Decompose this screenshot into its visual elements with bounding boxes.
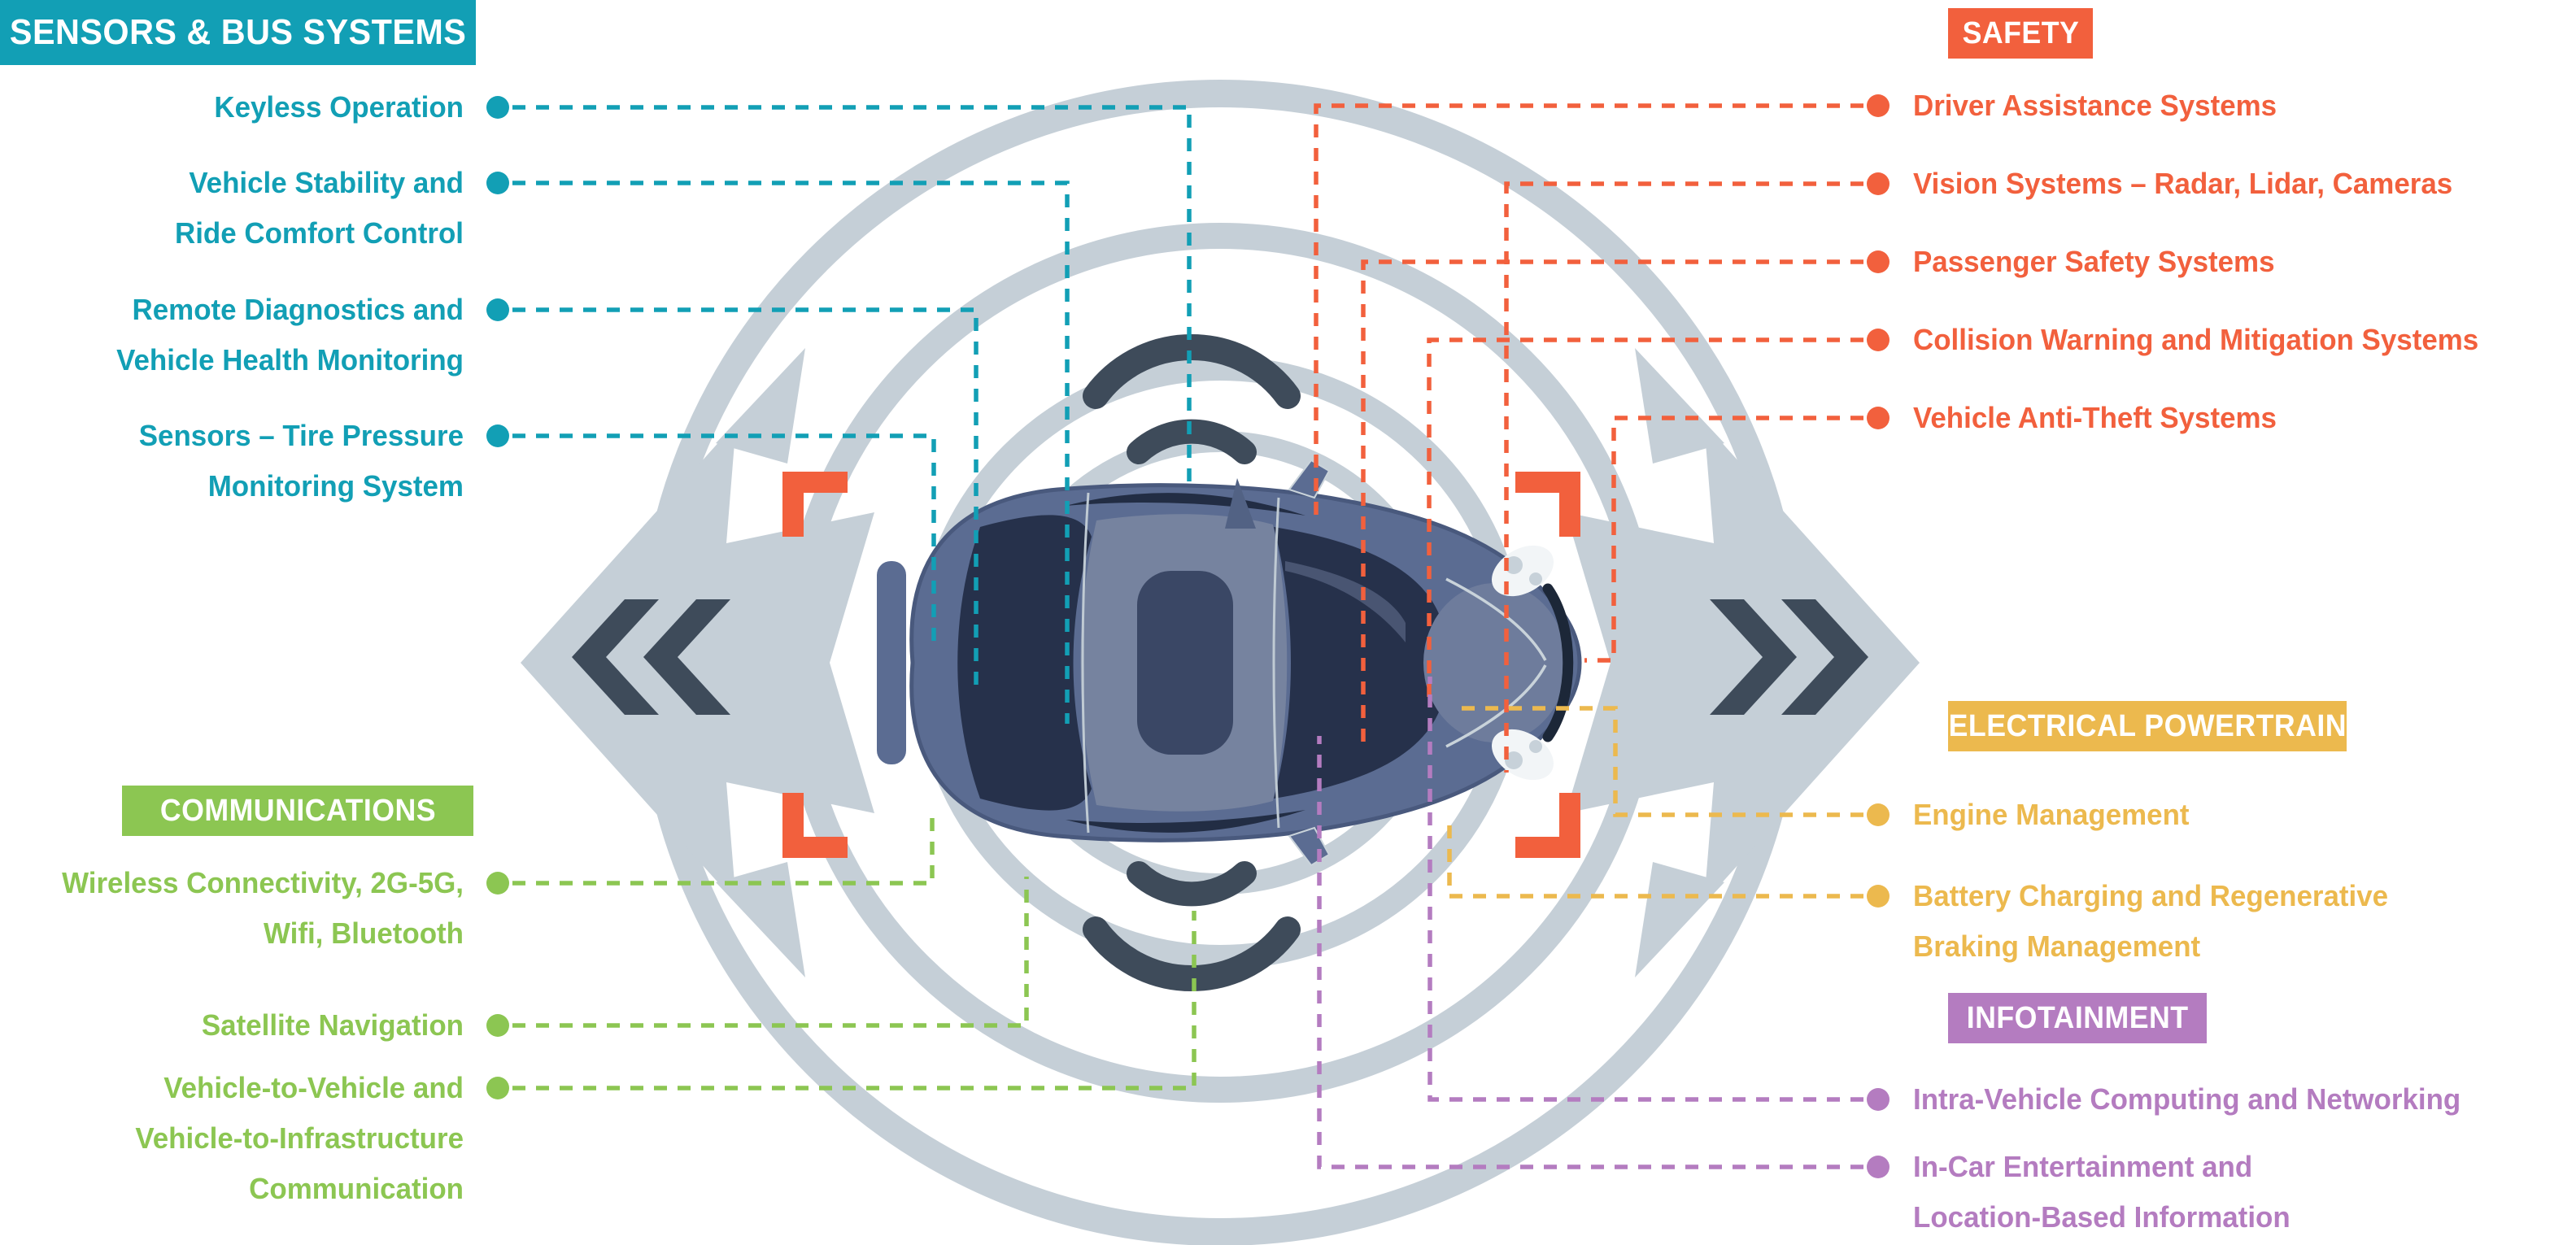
label-in-car-entertainment: In-Car Entertainment and Location-Based … bbox=[1913, 1150, 2291, 1234]
focus-bracket-bottom-right bbox=[1515, 793, 1580, 858]
focus-brackets-icon bbox=[782, 472, 1580, 858]
motion-arrows-icon bbox=[521, 348, 1920, 977]
focus-bracket-bottom-left bbox=[782, 793, 848, 858]
leader-line-satnav bbox=[512, 877, 1029, 1028]
leader-line-stability bbox=[512, 181, 1070, 724]
leader-line-passenger bbox=[1361, 259, 1863, 742]
label-battery-charging: Battery Charging and Regenerative Brakin… bbox=[1913, 879, 2389, 963]
label-vehicle-stability: Vehicle Stability and Ride Comfort Contr… bbox=[175, 166, 464, 250]
section-header-safety: SAFETY bbox=[1948, 8, 2093, 59]
chevrons-left-icon bbox=[572, 599, 730, 715]
label-remote-diagnostics: Remote Diagnostics and Vehicle Health Mo… bbox=[116, 293, 464, 377]
antenna-fin-icon bbox=[1225, 478, 1256, 529]
label-engine-management: Engine Management bbox=[1913, 798, 2190, 831]
leader-line-keyless bbox=[512, 105, 1192, 486]
car-top-view bbox=[877, 459, 1582, 867]
label-satellite-navigation: Satellite Navigation bbox=[201, 1008, 464, 1042]
wifi-signal-top-icon bbox=[1083, 333, 1301, 464]
leader-line-in-car bbox=[1317, 736, 1863, 1169]
leader-line-engine bbox=[1458, 706, 1863, 817]
section-header-communications: COMMUNICATIONS bbox=[122, 786, 473, 836]
label-tire-pressure-sensors: Sensors – Tire Pressure Monitoring Syste… bbox=[138, 419, 464, 503]
label-passenger-safety: Passenger Safety Systems bbox=[1913, 245, 2275, 278]
leader-line-battery bbox=[1447, 823, 1863, 899]
section-header-electrical-powertrain: ELECTRICAL POWERTRAIN bbox=[1948, 701, 2347, 751]
label-driver-assistance: Driver Assistance Systems bbox=[1913, 89, 2277, 122]
label-wireless-connectivity: Wireless Connectivity, 2G-5G, Wifi, Blue… bbox=[62, 866, 464, 950]
focus-bracket-top-left bbox=[782, 472, 848, 537]
section-header-infotainment: INFOTAINMENT bbox=[1948, 993, 2207, 1043]
label-v2v-communication: Vehicle-to-Vehicle and Vehicle-to-Infras… bbox=[135, 1071, 464, 1205]
label-anti-theft: Vehicle Anti-Theft Systems bbox=[1913, 401, 2277, 434]
leader-line-anti-theft bbox=[1584, 416, 1863, 663]
leader-line-driver-assist bbox=[1314, 103, 1863, 525]
focus-bracket-top-right bbox=[1515, 472, 1580, 537]
leader-line-diagnostics bbox=[512, 307, 979, 693]
label-vision-systems: Vision Systems – Radar, Lidar, Cameras bbox=[1913, 167, 2453, 200]
label-keyless-operation: Keyless Operation bbox=[214, 90, 464, 124]
label-dots bbox=[486, 94, 1890, 1178]
label-collision-warning: Collision Warning and Mitigation Systems bbox=[1913, 323, 2479, 356]
wifi-signal-bottom-icon bbox=[1083, 861, 1301, 992]
leader-line-intra-vehicle bbox=[1427, 677, 1863, 1102]
leader-line-collision bbox=[1427, 337, 1863, 704]
label-intra-vehicle-computing: Intra-Vehicle Computing and Networking bbox=[1913, 1082, 2461, 1116]
leader-line-vision bbox=[1504, 181, 1863, 773]
leader-lines bbox=[512, 103, 1863, 1169]
section-header-sensors-bus: SENSORS & BUS SYSTEMS bbox=[0, 0, 476, 65]
chevrons-right-icon bbox=[1710, 599, 1868, 715]
